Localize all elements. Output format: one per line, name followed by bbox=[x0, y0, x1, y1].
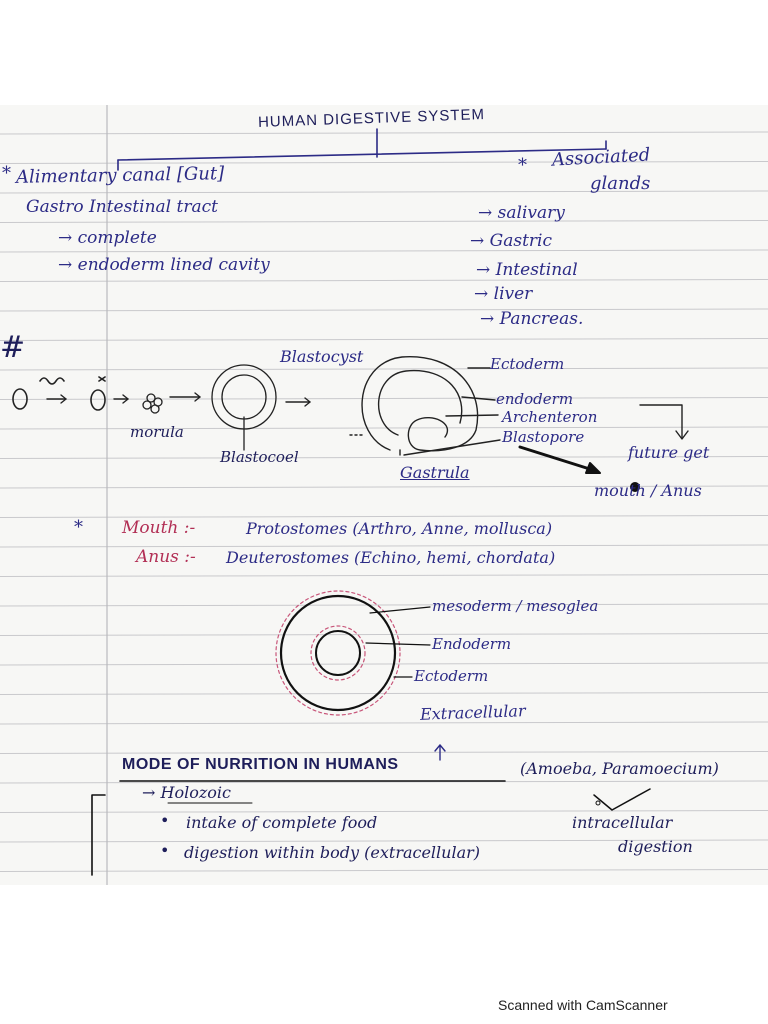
rule-line bbox=[0, 721, 768, 725]
nutrition-bullet-dot: • bbox=[160, 811, 170, 830]
rule-line bbox=[0, 308, 768, 312]
nutrition-bullet: digestion within body (extracellular) bbox=[184, 843, 481, 862]
rule-line bbox=[0, 603, 768, 607]
rule-line bbox=[0, 633, 768, 636]
nutrition-bullet-dot: • bbox=[160, 841, 170, 860]
alimentary-canal-subtitle: Gastro Intestinal tract bbox=[26, 197, 218, 217]
ink-dot bbox=[630, 482, 640, 492]
rule-line bbox=[0, 692, 768, 695]
alimentary-canal-title: Alimentary canal [Gut] bbox=[15, 163, 225, 188]
notebook-page: HUMAN DIGESTIVE SYSTEM * Alimentary cana… bbox=[0, 105, 768, 885]
layer-label-mesoderm: mesoderm / mesoglea bbox=[432, 597, 599, 615]
gastrula bbox=[349, 356, 689, 456]
embryo-arrows bbox=[46, 392, 311, 407]
rule-line bbox=[0, 279, 768, 282]
scanner-watermark: Scanned with CamScanner bbox=[498, 997, 668, 1013]
holozoic-label: → Holozoic bbox=[142, 783, 231, 802]
rule-line bbox=[0, 367, 768, 371]
extracellular-label: Extracellular bbox=[419, 701, 526, 724]
layer-label-ectoderm: Ectoderm bbox=[414, 667, 489, 685]
rule-line bbox=[0, 190, 768, 194]
gland-item: → Pancreas. bbox=[480, 309, 584, 329]
blastocoel-label: Blastocoel bbox=[220, 448, 299, 466]
rule-line bbox=[0, 544, 768, 548]
associated-glands-title: glands bbox=[590, 173, 651, 194]
deuterostomes-text: Deuterostomes (Echino, hemi, chordata) bbox=[226, 548, 556, 567]
layer-label-endoderm: Endoderm bbox=[432, 635, 512, 653]
rule-line bbox=[0, 131, 768, 135]
layer-rings bbox=[275, 590, 431, 716]
rule-line bbox=[0, 220, 768, 223]
future-note: mouth / Anus bbox=[594, 481, 702, 500]
nutrition-examples: (Amoeba, Paramoecium) bbox=[520, 759, 719, 778]
amoeba-check bbox=[593, 788, 651, 811]
mouth-label: Mouth :- bbox=[122, 518, 196, 538]
gland-item: → salivary bbox=[478, 203, 565, 223]
rule-line bbox=[0, 574, 768, 577]
morula-label: morula bbox=[130, 423, 184, 441]
side-note: digestion bbox=[618, 837, 693, 856]
rule-line bbox=[0, 810, 768, 813]
diagram-strokes bbox=[12, 128, 689, 876]
rule-line bbox=[0, 869, 768, 872]
future-note: future get bbox=[628, 443, 710, 462]
rule-line bbox=[0, 161, 768, 164]
anus-label: Anus :- bbox=[136, 547, 196, 567]
gastrula-label: Gastrula bbox=[400, 463, 470, 482]
associated-glands-title: Associated bbox=[551, 144, 651, 171]
nutrition-bullet: intake of complete food bbox=[186, 813, 378, 832]
endoderm-label: endoderm bbox=[496, 390, 574, 408]
stomes-star: * bbox=[74, 517, 83, 538]
rule-line bbox=[0, 426, 768, 430]
gland-item: → liver bbox=[474, 284, 533, 304]
morula-cell bbox=[142, 393, 163, 414]
hash-mark: # bbox=[0, 330, 26, 365]
rule-line bbox=[0, 249, 768, 253]
nutrition-title: MODE OF NURRITION IN HUMANS bbox=[122, 756, 399, 773]
rule-line bbox=[0, 780, 768, 784]
gland-item: → Gastric bbox=[470, 231, 553, 251]
egg-stages bbox=[12, 376, 106, 411]
rule-line bbox=[0, 515, 768, 518]
left-point: → endoderm lined cavity bbox=[58, 255, 270, 275]
blastula bbox=[211, 364, 277, 451]
ruled-lines bbox=[0, 105, 768, 885]
blastopore-arrow bbox=[518, 445, 598, 473]
rule-line bbox=[0, 338, 768, 341]
blastopore-label: Blastopore bbox=[502, 428, 585, 446]
archenteron-label: Archenteron bbox=[502, 408, 598, 426]
right-star: * bbox=[518, 155, 527, 176]
rule-line bbox=[0, 751, 768, 754]
left-point: → complete bbox=[58, 228, 157, 248]
ectoderm-label: Ectoderm bbox=[490, 355, 565, 373]
protostomes-text: Protostomes (Arthro, Anne, mollusca) bbox=[246, 519, 553, 538]
heading-bracket bbox=[117, 128, 607, 171]
rule-line bbox=[0, 485, 768, 489]
gland-item: → Intestinal bbox=[476, 260, 578, 280]
left-star: * bbox=[2, 163, 11, 184]
blastocyst-label: Blastocyst bbox=[280, 347, 364, 366]
rule-line bbox=[0, 839, 768, 843]
rule-line bbox=[0, 662, 768, 666]
bracket bbox=[91, 794, 106, 876]
side-note: intracellular bbox=[572, 813, 673, 832]
rule-line bbox=[0, 456, 768, 459]
